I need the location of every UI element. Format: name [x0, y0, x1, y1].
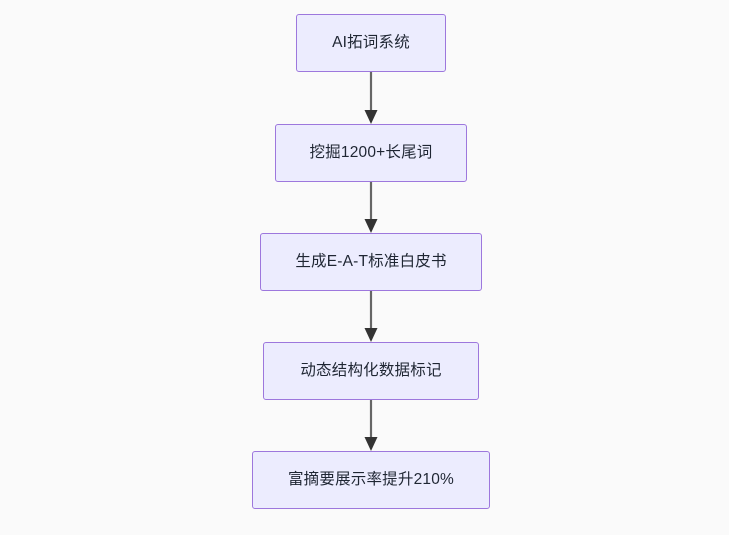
edge-arrow-icon: [364, 182, 378, 233]
flow-node-label: 动态结构化数据标记: [300, 362, 442, 380]
flow-node-dynamic-structured-data-markup[interactable]: 动态结构化数据标记: [263, 342, 479, 400]
edge-arrow-icon: [364, 72, 378, 124]
flow-node-mine-longtail-keywords[interactable]: 挖掘1200+长尾词: [275, 124, 467, 182]
flow-node-label: AI拓词系统: [332, 34, 410, 52]
flow-node-rich-snippet-impression-lift[interactable]: 富摘要展示率提升210%: [252, 451, 490, 509]
edge-n2-n3: [358, 182, 384, 233]
flow-node-ai-keyword-system[interactable]: AI拓词系统: [296, 14, 446, 72]
edge-n1-n2: [358, 72, 384, 124]
flow-node-label: 挖掘1200+长尾词: [309, 144, 433, 162]
flow-node-label: 富摘要展示率提升210%: [287, 471, 455, 489]
flow-node-label: 生成E-A-T标准白皮书: [295, 253, 447, 271]
flow-node-generate-eat-whitepaper[interactable]: 生成E-A-T标准白皮书: [260, 233, 482, 291]
edge-arrow-icon: [364, 291, 378, 342]
edge-n4-n5: [358, 400, 384, 451]
edge-n3-n4: [358, 291, 384, 342]
edge-arrow-icon: [364, 400, 378, 451]
